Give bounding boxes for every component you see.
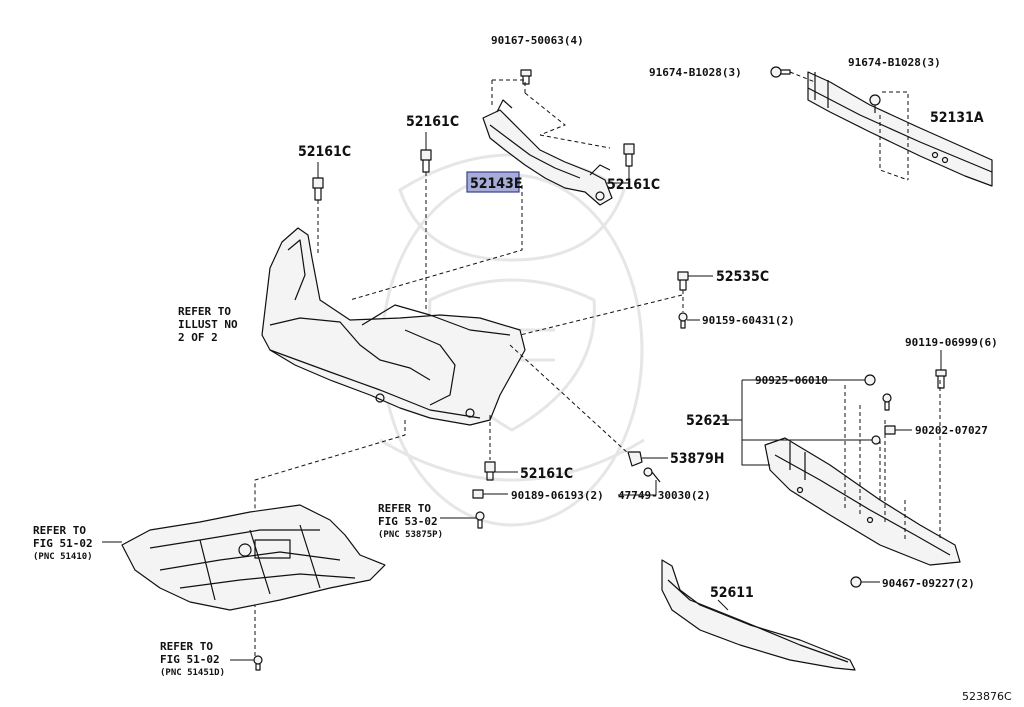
label-90189[interactable]: 90189-06193(2) [511, 489, 604, 502]
screw-90159-icon[interactable] [678, 312, 688, 329]
clip-52161c-right-icon[interactable] [623, 143, 635, 167]
label-90467[interactable]: 90467-09227(2) [882, 577, 975, 590]
clip-52161c-lower-icon[interactable] [484, 461, 496, 481]
ref-fig5102a-line3: (PNC 51410) [33, 552, 93, 562]
bolt-91674-left-icon[interactable] [770, 66, 791, 78]
screw-47749-icon[interactable] [643, 467, 661, 483]
label-52161c-left[interactable]: 52161C [298, 144, 351, 160]
bolt-53875p-icon[interactable] [475, 511, 485, 529]
ref-illust-line3: 2 OF 2 [178, 331, 218, 344]
nut-90925-icon[interactable] [864, 374, 876, 386]
label-52621[interactable]: 52621 [686, 413, 730, 429]
labels: 90167-50063(4) 91674-B1028(3) 91674-B102… [33, 34, 1012, 703]
clip-52621-icon[interactable] [882, 393, 892, 411]
label-52143e[interactable]: 52143E [470, 176, 522, 192]
diagram-code: 523876C [962, 690, 1012, 703]
screw-90189-icon[interactable] [472, 489, 484, 499]
ref-fig5102b-line3: (PNC 51451D) [160, 668, 225, 678]
nut-90202-icon[interactable] [884, 425, 896, 435]
clip-52161c-left-icon[interactable] [312, 177, 324, 201]
bolt-90119-icon[interactable] [935, 369, 947, 389]
ref-illust-line2: ILLUST NO [178, 318, 238, 331]
label-90119[interactable]: 90119-06999(6) [905, 336, 998, 349]
front-spoiler-52611[interactable] [661, 559, 856, 671]
label-90167[interactable]: 90167-50063(4) [491, 34, 584, 47]
ref-illust-line1: REFER TO [178, 305, 231, 318]
label-90925[interactable]: 90925-06010 [755, 374, 828, 387]
ref-fig5302-line3: (PNC 53875P) [378, 530, 443, 540]
label-90202[interactable]: 90202-07027 [915, 424, 988, 437]
label-52131a[interactable]: 52131A [930, 110, 984, 126]
bolt-90167-icon[interactable] [520, 69, 532, 85]
bracket-52143e[interactable] [482, 99, 613, 206]
label-52161c-lower[interactable]: 52161C [520, 466, 573, 482]
label-91674-left[interactable]: 91674-B1028(3) [649, 66, 742, 79]
label-52161c-right[interactable]: 52161C [607, 177, 660, 193]
label-52161c-center[interactable]: 52161C [406, 114, 459, 130]
engine-under-cover[interactable] [121, 504, 386, 611]
bolt-51451d-icon[interactable] [253, 655, 263, 671]
screw-90202-icon[interactable] [871, 435, 881, 445]
clip-53879h-icon[interactable] [627, 451, 643, 467]
label-90159[interactable]: 90159-60431(2) [702, 314, 795, 327]
ref-fig5102b-line2: FIG 51-02 [160, 653, 220, 666]
reinforcement-52131a[interactable] [807, 71, 993, 187]
ref-fig5102a-line1: REFER TO [33, 524, 86, 537]
label-91674-right[interactable]: 91674-B1028(3) [848, 56, 941, 69]
ref-fig5302-line1: REFER TO [378, 502, 431, 515]
front-bumper-cover[interactable] [261, 227, 526, 426]
clip-52161c-center-icon[interactable] [420, 149, 432, 173]
ref-fig5302-line2: FIG 53-02 [378, 515, 438, 528]
label-52611[interactable]: 52611 [710, 585, 754, 601]
nut-90467-icon[interactable] [850, 576, 862, 588]
label-47749[interactable]: 47749-30030(2) [618, 489, 711, 502]
label-53879h[interactable]: 53879H [670, 451, 724, 467]
ref-fig5102a-line2: FIG 51-02 [33, 537, 93, 550]
clip-52535c-icon[interactable] [677, 271, 689, 291]
ref-fig5102b-line1: REFER TO [160, 640, 213, 653]
lower-retainer-52621[interactable] [764, 437, 961, 566]
bolt-91674-right-icon[interactable] [869, 94, 881, 113]
label-52535c[interactable]: 52535C [716, 269, 769, 285]
highlight-52143e [466, 171, 520, 193]
